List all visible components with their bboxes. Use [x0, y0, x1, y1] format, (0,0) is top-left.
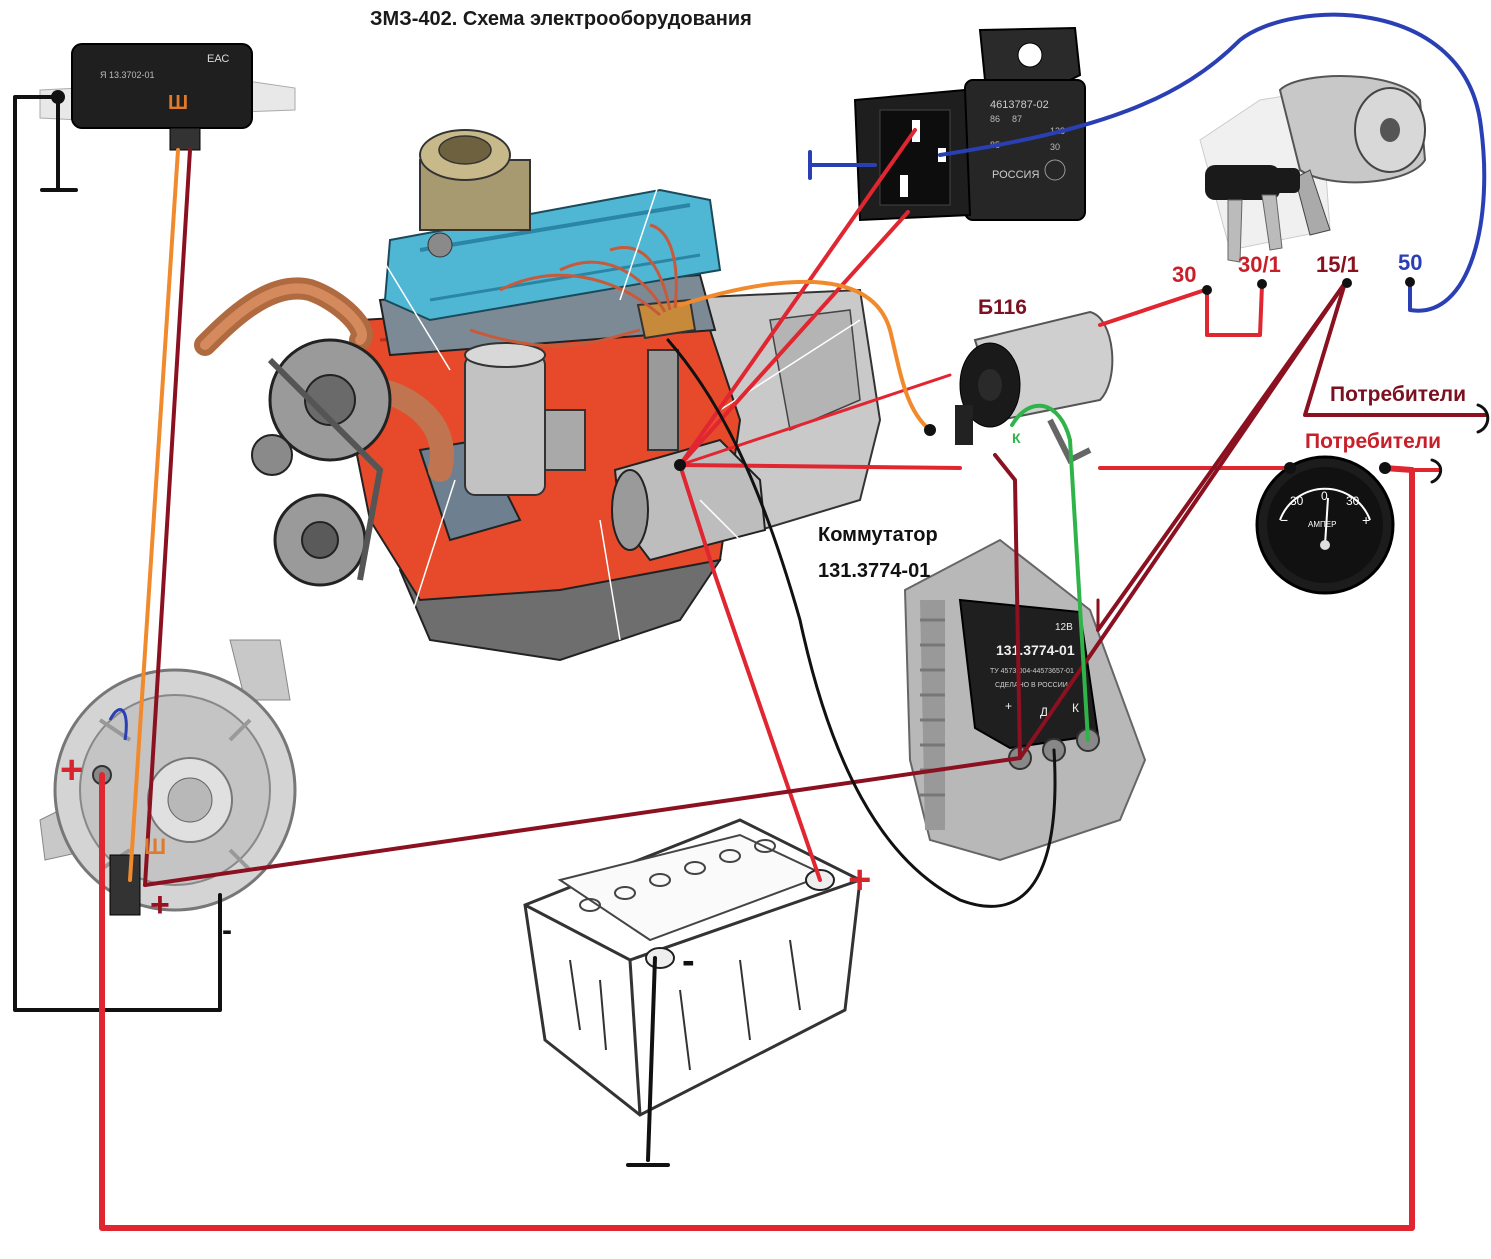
engine-illustration: [194, 129, 882, 662]
ignition-coil-label: Б116: [978, 296, 1027, 319]
alternator-plus-mark: +: [60, 748, 84, 792]
commutator-label-line1: Коммутатор: [818, 524, 938, 546]
commutator-pin-k: К: [1072, 701, 1079, 715]
relay-model-text: 4613787-02: [990, 99, 1049, 111]
relay-pin-label: 87: [1012, 114, 1022, 124]
switch-terminal-50: 50: [1398, 250, 1423, 275]
ammeter-label: АМПЕР: [1308, 520, 1336, 529]
terminal-dots: [674, 277, 1415, 474]
ignition-switch: [1199, 75, 1427, 263]
regulator-sh-mark: Ш: [168, 92, 189, 114]
battery-plus-mark: +: [848, 858, 872, 902]
battery: [523, 818, 862, 1117]
commutator-model-text: 131.3774-01: [996, 642, 1075, 658]
relay-origin-text: РОССИЯ: [992, 169, 1039, 181]
alternator-minus-mark: -: [222, 914, 232, 947]
ammeter-scale-right: 30: [1346, 494, 1360, 508]
ammeter-plus-sign: +: [1362, 512, 1370, 528]
switch-terminal-30-1: 30/1: [1238, 252, 1281, 277]
oil-filter: [464, 342, 546, 496]
voltage-regulator: Я 13.3702-01 ЕАС: [39, 43, 296, 151]
ammeter-minus-sign: −: [1280, 512, 1288, 528]
coil-pin-k-text: К: [1012, 430, 1021, 446]
ignition-coil: К: [955, 310, 1114, 465]
carburetor: [419, 129, 531, 258]
commutator-voltage-text: 12В: [1055, 622, 1073, 633]
diagram-title: ЗМЗ-402. Схема электрооборудования: [370, 8, 752, 30]
alternator-excitation-plus-mark: +: [150, 886, 170, 924]
consumers-label-bottom: Потребители: [1305, 430, 1442, 453]
pulleys: [251, 338, 392, 587]
regulator-model-text: Я 13.3702-01: [100, 70, 155, 80]
switch-terminal-30: 30: [1172, 262, 1197, 287]
commutator-ty-text: ТУ 4573-004-44573657-01: [990, 668, 1074, 675]
ammeter: 30 0 30 − + АМПЕР: [1255, 455, 1395, 595]
commutator-pin-d: Д: [1040, 705, 1048, 719]
wires: [13, 12, 1490, 1231]
relay-pin-label: 30: [1050, 142, 1060, 152]
consumers-label-top: Потребители: [1330, 383, 1467, 406]
regulator-cert-text: ЕАС: [207, 53, 229, 65]
ammeter-scale-zero: 0: [1321, 489, 1328, 503]
switch-terminal-15-1: 15/1: [1316, 252, 1359, 277]
battery-minus-mark: -: [682, 940, 695, 982]
commutator-pin-plus: +: [1005, 699, 1012, 713]
relay-pin-label: 86: [990, 114, 1000, 124]
alternator: [39, 639, 297, 916]
commutator-label-line2: 131.3774-01: [818, 560, 931, 582]
ammeter-scale-left: 30: [1290, 494, 1304, 508]
alternator-sh-mark: Ш: [144, 834, 167, 859]
commutator-made-text: СДЕЛАНО В РОССИИ: [995, 682, 1068, 689]
commutator: 131.3774-01 12В ТУ 4573-004-44573657-01 …: [903, 538, 1147, 862]
